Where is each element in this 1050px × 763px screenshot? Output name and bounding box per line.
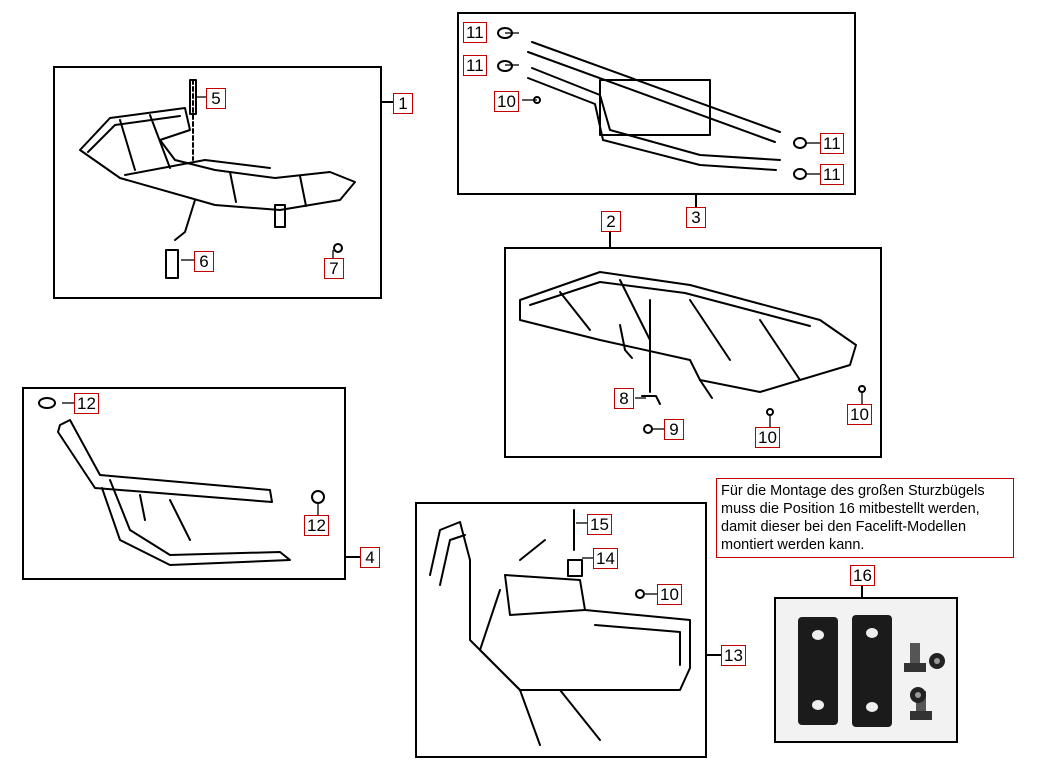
- note-line-1: Für die Montage des großen Sturzbügels: [721, 483, 985, 499]
- callout-10-front-bar: 10: [494, 91, 519, 112]
- callout-7: 7: [324, 258, 344, 279]
- callout-10-crash-bar: 10: [657, 584, 682, 605]
- assembly-note: Für die Montage des großen Sturzbügels m…: [716, 478, 1014, 558]
- front-bar-drawing: [497, 27, 807, 180]
- callout-2: 2: [601, 211, 621, 232]
- note-line-3: damit dieser bei den Facelift-Modellen: [721, 519, 967, 535]
- callout-12-right: 12: [304, 515, 329, 536]
- callout-3: 3: [686, 207, 706, 228]
- callout-4: 4: [360, 547, 380, 568]
- callout-16: 16: [850, 565, 875, 586]
- callout-11-top-2: 11: [463, 55, 487, 76]
- callout-5: 5: [206, 88, 226, 109]
- callout-13: 13: [721, 645, 746, 666]
- callout-15: 15: [587, 514, 612, 535]
- note-line-4: montiert werden kann.: [721, 537, 865, 553]
- rear-rack-drawing: [519, 271, 866, 434]
- bumper-drawing: [38, 397, 325, 566]
- callout-9: 9: [664, 419, 684, 440]
- note-line-2: muss die Position 16 mitbestellt werden,: [721, 501, 980, 517]
- callout-10-rear-left: 10: [755, 427, 780, 448]
- crash-bar-drawing: [429, 509, 691, 746]
- panel-bumper: [22, 387, 346, 580]
- panel-rear-rack: [504, 247, 882, 458]
- callout-11-top-1: 11: [463, 22, 487, 43]
- callout-6: 6: [194, 251, 214, 272]
- callout-11-right-1: 11: [820, 133, 844, 154]
- front-rack-drawing: [79, 79, 356, 279]
- panel-front-bar: [457, 12, 856, 195]
- callout-8: 8: [614, 388, 634, 409]
- mounting-plates-photo: [774, 597, 958, 743]
- callout-10-rear-right: 10: [847, 404, 872, 425]
- callout-14: 14: [593, 548, 618, 569]
- mounting-plates-image: [798, 615, 945, 727]
- callout-11-right-2: 11: [820, 164, 844, 185]
- callout-1: 1: [393, 93, 413, 114]
- callout-12-top: 12: [74, 393, 99, 414]
